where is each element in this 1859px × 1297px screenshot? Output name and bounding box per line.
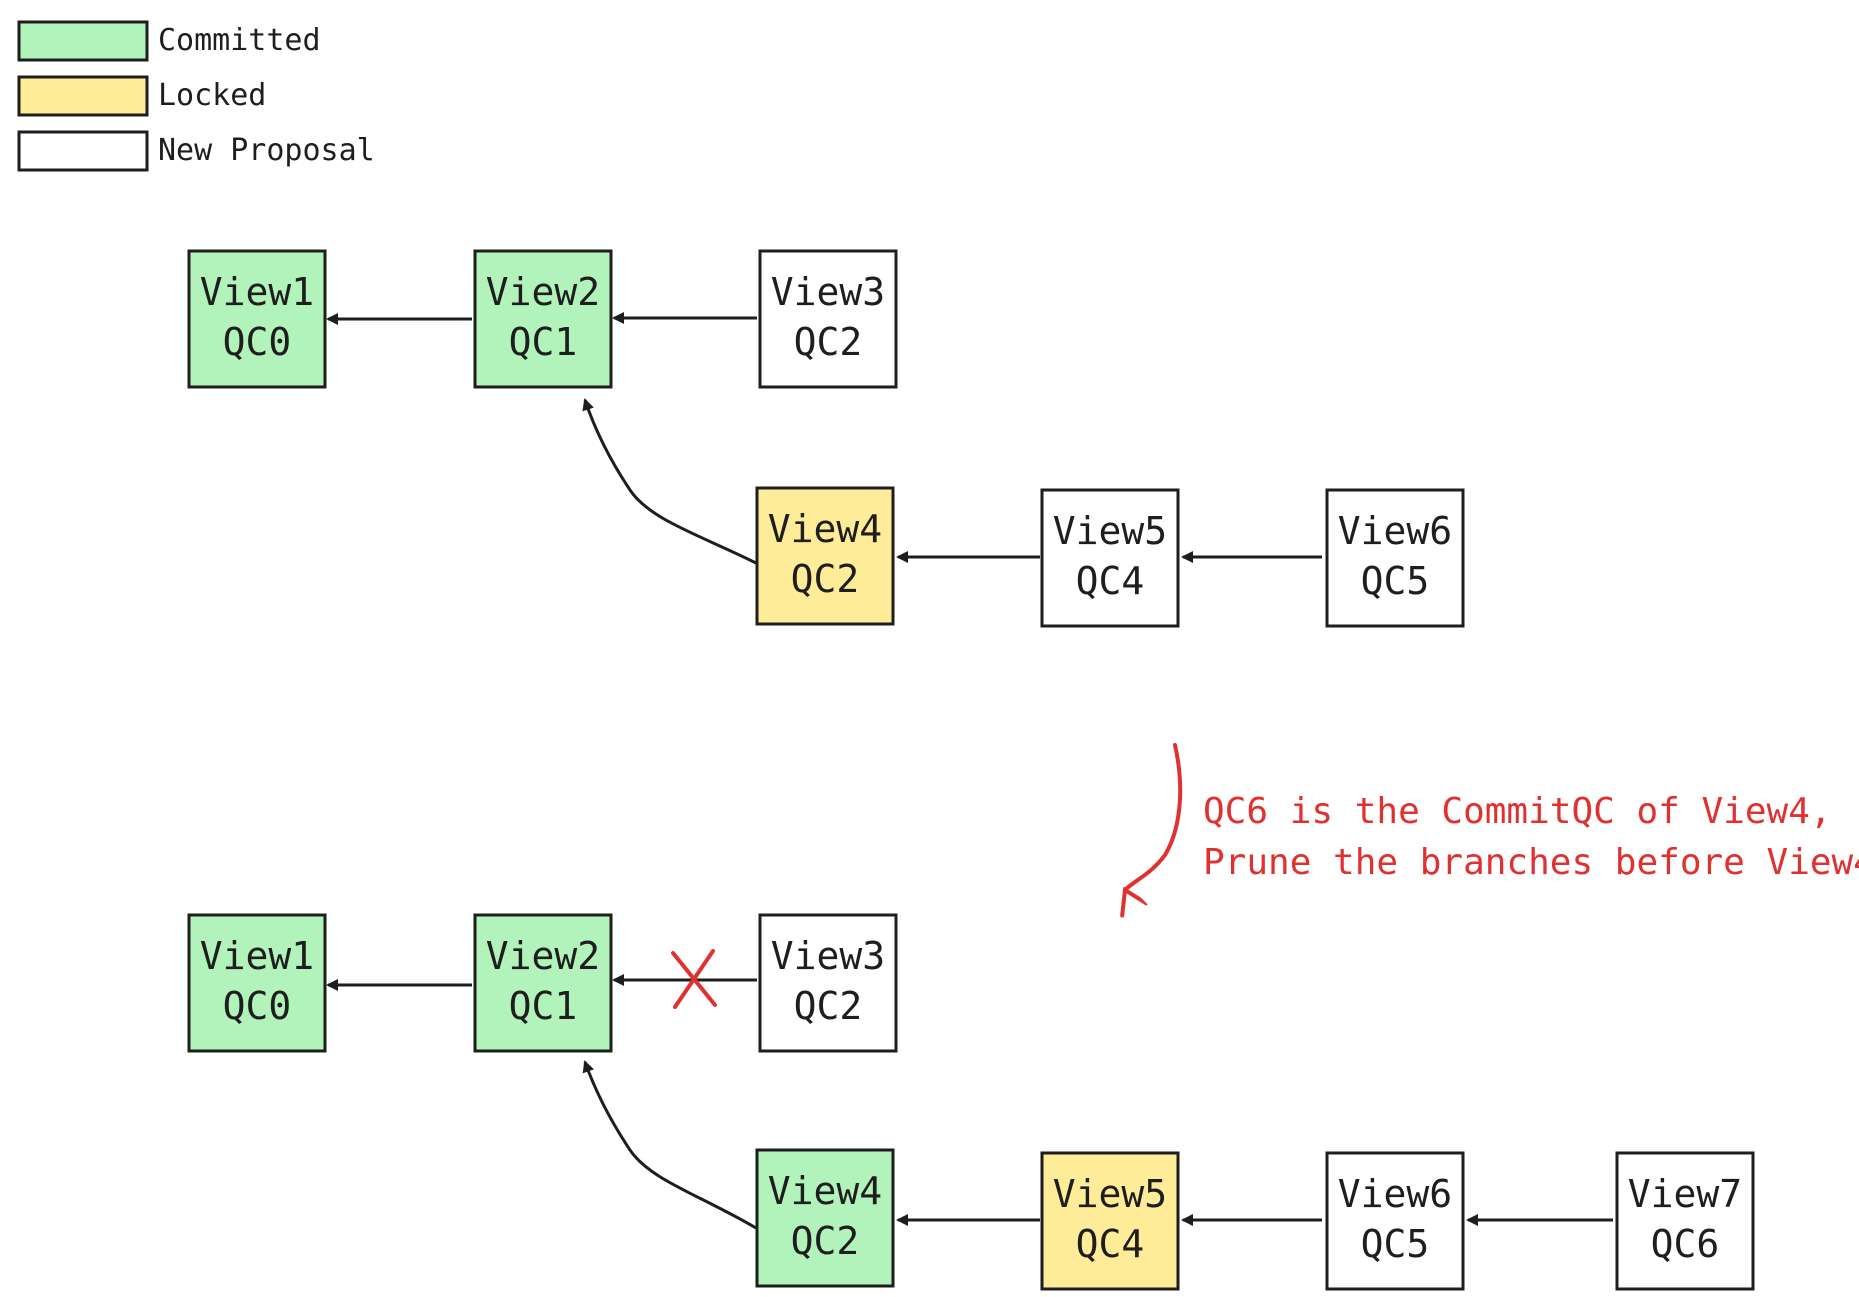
block-view1: View1 QC0 [187,913,327,1053]
block-box [187,249,327,389]
block-qc-label: QC2 [794,984,863,1028]
block-view4: View4 QC2 [755,486,895,626]
block-qc-label: QC5 [1361,559,1430,603]
block-box [187,913,327,1053]
block-qc-label: QC1 [509,320,578,364]
block-view6: View6 QC5 [1325,1151,1465,1291]
arrow-view4-to-view2 [582,398,757,565]
block-box [1615,1151,1755,1291]
block-view-label: View6 [1338,509,1452,553]
annotation-line-1: QC6 is the CommitQC of View4, [1203,791,1832,832]
block-view-label: View4 [768,507,882,551]
block-box [473,913,613,1053]
legend-label-new-proposal: New Proposal [158,133,375,168]
block-view-label: View3 [771,934,885,978]
block-view-label: View6 [1338,1172,1452,1216]
block-view-label: View2 [486,934,600,978]
block-view7: View7 QC6 [1615,1151,1755,1291]
block-box [1040,1151,1180,1291]
block-qc-label: QC2 [791,1219,860,1263]
block-qc-label: QC4 [1076,559,1145,603]
block-view-label: View7 [1628,1172,1742,1216]
block-view-label: View5 [1053,1172,1167,1216]
legend-swatch-committed [17,20,149,62]
block-qc-label: QC5 [1361,1222,1430,1266]
block-view3: View3 QC2 [758,249,898,389]
block-box [1325,488,1465,628]
block-qc-label: QC0 [223,320,292,364]
block-view-label: View2 [486,270,600,314]
block-view2: View2 QC1 [473,249,613,389]
block-view3: View3 QC2 [758,913,898,1053]
legend-item-locked: Locked [17,75,266,117]
block-qc-label: QC1 [509,984,578,1028]
block-view5: View5 QC4 [1040,488,1180,628]
block-view2: View2 QC1 [473,913,613,1053]
block-view-label: View5 [1053,509,1167,553]
block-view4: View4 QC2 [755,1148,895,1288]
arrow-view4-to-view2 [582,1060,757,1230]
block-qc-label: QC6 [1651,1222,1720,1266]
block-view-label: View4 [768,1169,882,1213]
annotation-arrow [1125,743,1183,890]
legend-item-committed: Committed [17,20,321,62]
block-view5: View5 QC4 [1040,1151,1180,1291]
block-box [1040,488,1180,628]
block-qc-label: QC0 [223,984,292,1028]
prune-x-icon [671,949,717,1009]
block-qc-label: QC2 [791,557,860,601]
block-view-label: View3 [771,270,885,314]
block-box [755,486,895,626]
block-view-label: View1 [200,270,314,314]
block-view-label: View1 [200,934,314,978]
block-box [758,249,898,389]
block-view1: View1 QC0 [187,249,327,389]
legend-swatch-locked [17,75,149,117]
block-box [473,249,613,389]
block-box [1325,1151,1465,1291]
bottom-chain: View1 QC0 View2 QC1 View3 QC2 View4 QC2 … [187,913,1755,1291]
legend-label-locked: Locked [158,78,266,113]
legend-item-new-proposal: New Proposal [17,130,375,172]
legend-swatch-new-proposal [17,130,149,172]
top-chain: View1 QC0 View2 QC1 View3 QC2 View4 QC2 … [187,249,1465,628]
block-box [758,913,898,1053]
legend-label-committed: Committed [158,23,321,58]
block-qc-label: QC4 [1076,1222,1145,1266]
annotation-line-2: Prune the branches before View4 [1203,842,1859,883]
block-qc-label: QC2 [794,320,863,364]
prune-annotation: QC6 is the CommitQC of View4, Prune the … [1125,743,1859,890]
block-box [755,1148,895,1288]
block-view6: View6 QC5 [1325,488,1465,628]
legend: Committed Locked New Proposal [17,20,375,172]
